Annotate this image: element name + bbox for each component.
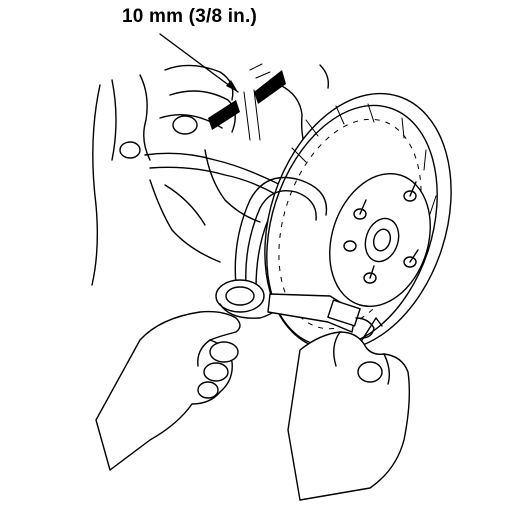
hands [95,310,411,501]
measurement-callout-arrows [159,33,286,141]
dial-indicator-stand [215,176,375,339]
brake-rotor [264,92,452,352]
measurement-callout-label: 10 mm (3/8 in.) [122,6,257,27]
